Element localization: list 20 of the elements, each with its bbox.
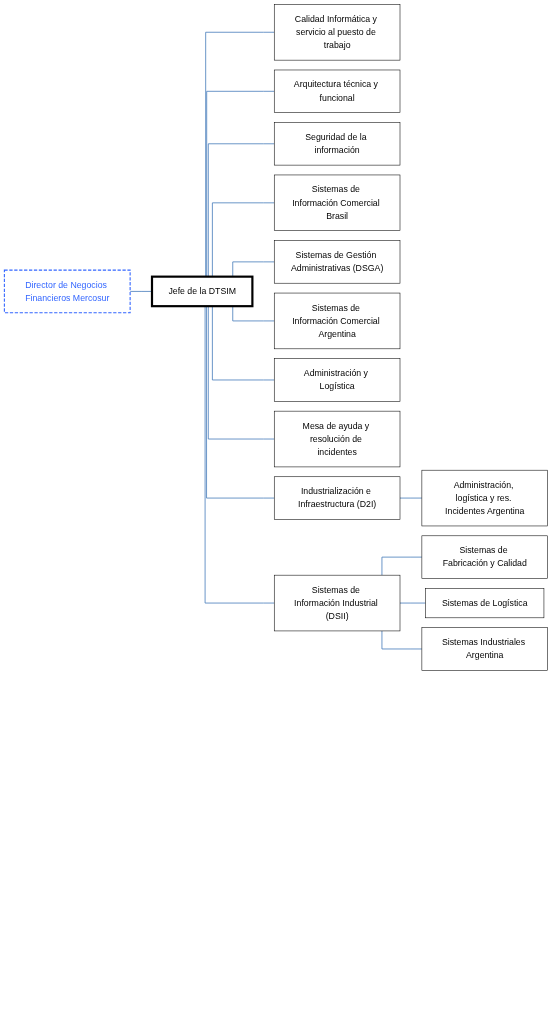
node-box: Director de Negocios Financieros Mercosur <box>3 269 131 314</box>
node-box: Administración y Logística <box>273 358 401 402</box>
connector <box>399 602 426 604</box>
node-box: Arquitectura técnica y funcional <box>273 69 401 113</box>
node-box: Sistemas Industriales Argentina <box>421 627 548 671</box>
node-box: Calidad Informática y servicio al puesto de trabajo <box>273 4 401 61</box>
node-box: Sistemas de Información Industrial (DSII) <box>273 574 401 632</box>
node-box: Seguridad de la información <box>273 122 401 166</box>
node-box: Industrialización e Infraestructura (D2I) <box>273 476 401 520</box>
node-box: Sistemas de Gestión Administrativas (DSGA) <box>273 240 401 284</box>
connector <box>381 630 423 650</box>
node-box: Mesa de ayuda y resolución de incidentes <box>273 410 401 468</box>
connector <box>381 556 423 576</box>
node-box: Sistemas de Logística <box>425 588 545 619</box>
node-box: Administración, logística y res. Incidentes Argentina <box>421 469 548 527</box>
node-box: Sistemas de Información Comercial Brasil <box>273 174 401 231</box>
node-box: Jefe de la DTSIM <box>150 275 254 308</box>
node-box: Sistemas de Fabricación y Calidad <box>421 535 548 579</box>
node-box: Sistemas de Información Comercial Argentina <box>273 292 401 350</box>
connector <box>399 497 423 499</box>
